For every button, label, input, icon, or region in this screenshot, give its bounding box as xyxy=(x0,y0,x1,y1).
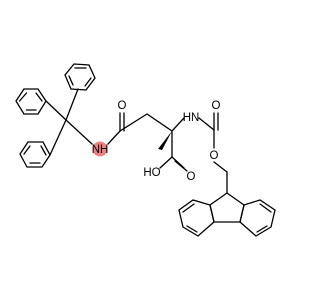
molecule-canvas: NH O HN O O HO O xyxy=(15,63,276,237)
atom-labels: NH O HN O O HO O xyxy=(92,100,221,183)
phenyl-ring-lower xyxy=(19,141,51,168)
wedge-bond-methyl xyxy=(158,131,172,150)
label-o-amide: O xyxy=(118,100,127,112)
label-o-carbonyl: O xyxy=(212,100,221,112)
phenyl-ring-top xyxy=(64,63,96,91)
label-nh-amide: NH xyxy=(92,144,109,156)
label-hn-carbamate: HN xyxy=(183,112,200,124)
bonds xyxy=(15,63,276,237)
label-o-ester: O xyxy=(210,150,219,162)
amide-n-highlight xyxy=(92,141,108,157)
structure-svg: NH O HN O O HO O xyxy=(15,63,276,237)
label-o-acid: O xyxy=(187,171,196,183)
fluorene-left-ring xyxy=(178,199,215,237)
label-oh-acid: HO xyxy=(143,167,160,179)
fluorene-right-ring xyxy=(239,199,276,237)
phenyl-ring-upper-left xyxy=(15,88,47,115)
fluorene-five-ring xyxy=(209,192,245,223)
